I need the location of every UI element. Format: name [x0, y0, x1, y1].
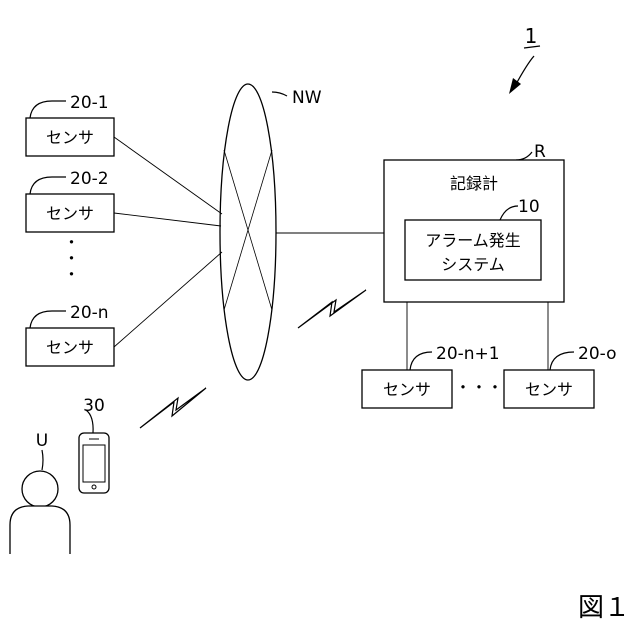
- sensor-leader: [550, 352, 574, 370]
- sensor-ref: 20-o: [578, 344, 616, 364]
- sensor-20-o: 20-o センサ: [504, 344, 616, 408]
- network-leader: [272, 92, 287, 96]
- sensor-ref: 20-n+1: [436, 344, 500, 364]
- sensor-leader: [30, 101, 66, 118]
- recorder-ref: R: [534, 142, 546, 162]
- sensor-leader: [30, 177, 66, 194]
- alarm-system-line2: システム: [441, 255, 505, 274]
- system-arrow: [515, 56, 534, 86]
- sensor-leader: [30, 311, 66, 328]
- user: U: [10, 431, 70, 554]
- system-ref-label: 1: [525, 24, 538, 48]
- user-ref: U: [36, 431, 48, 451]
- user-body-icon: [10, 506, 70, 554]
- network-label: NW: [292, 88, 322, 108]
- sensor-ref: 20-n: [70, 303, 109, 323]
- smartphone-ref: 30: [83, 396, 105, 416]
- figure-label: 図１: [578, 593, 630, 623]
- sensor-label: センサ: [46, 204, 94, 223]
- sensor-20-n+1: 20-n+1 センサ: [362, 344, 500, 408]
- wireless-lightning-icon: [140, 388, 206, 428]
- smartphone: 30: [79, 396, 109, 493]
- user-leader: [42, 450, 43, 470]
- horizontal-ellipsis: ・・・: [455, 378, 503, 397]
- network-cloud: NW: [220, 84, 322, 380]
- sensor-20-n: 20-n センサ: [26, 303, 114, 366]
- vertical-ellipsis: ・・・: [61, 234, 80, 282]
- system-arrow-head: [509, 78, 521, 94]
- network-ellipse: [220, 84, 276, 380]
- wireless-lightning-icon: [298, 290, 366, 328]
- recorder-leader: [516, 152, 532, 160]
- sensor-20-2: 20-2 センサ: [26, 169, 114, 232]
- smartphone-screen: [83, 445, 105, 482]
- sensor-label: センサ: [383, 380, 431, 399]
- user-head-icon: [22, 471, 58, 507]
- sensor-ref: 20-1: [70, 93, 109, 113]
- sensor-network-links: [114, 137, 222, 347]
- sensor-label: センサ: [525, 380, 573, 399]
- sensor-label: センサ: [46, 128, 94, 147]
- alarm-system-line1: アラーム発生: [425, 231, 521, 250]
- sensor-leader: [410, 352, 432, 370]
- alarm-ref: 10: [518, 197, 540, 217]
- system-reference: 1: [509, 24, 540, 94]
- recorder-title: 記録計: [450, 174, 498, 193]
- sensor-label: センサ: [46, 338, 94, 357]
- recorder: R 記録計 10 アラーム発生 システム: [384, 142, 564, 302]
- sensor-ref: 20-2: [70, 169, 109, 189]
- sensor-20-1: 20-1 センサ: [26, 93, 114, 156]
